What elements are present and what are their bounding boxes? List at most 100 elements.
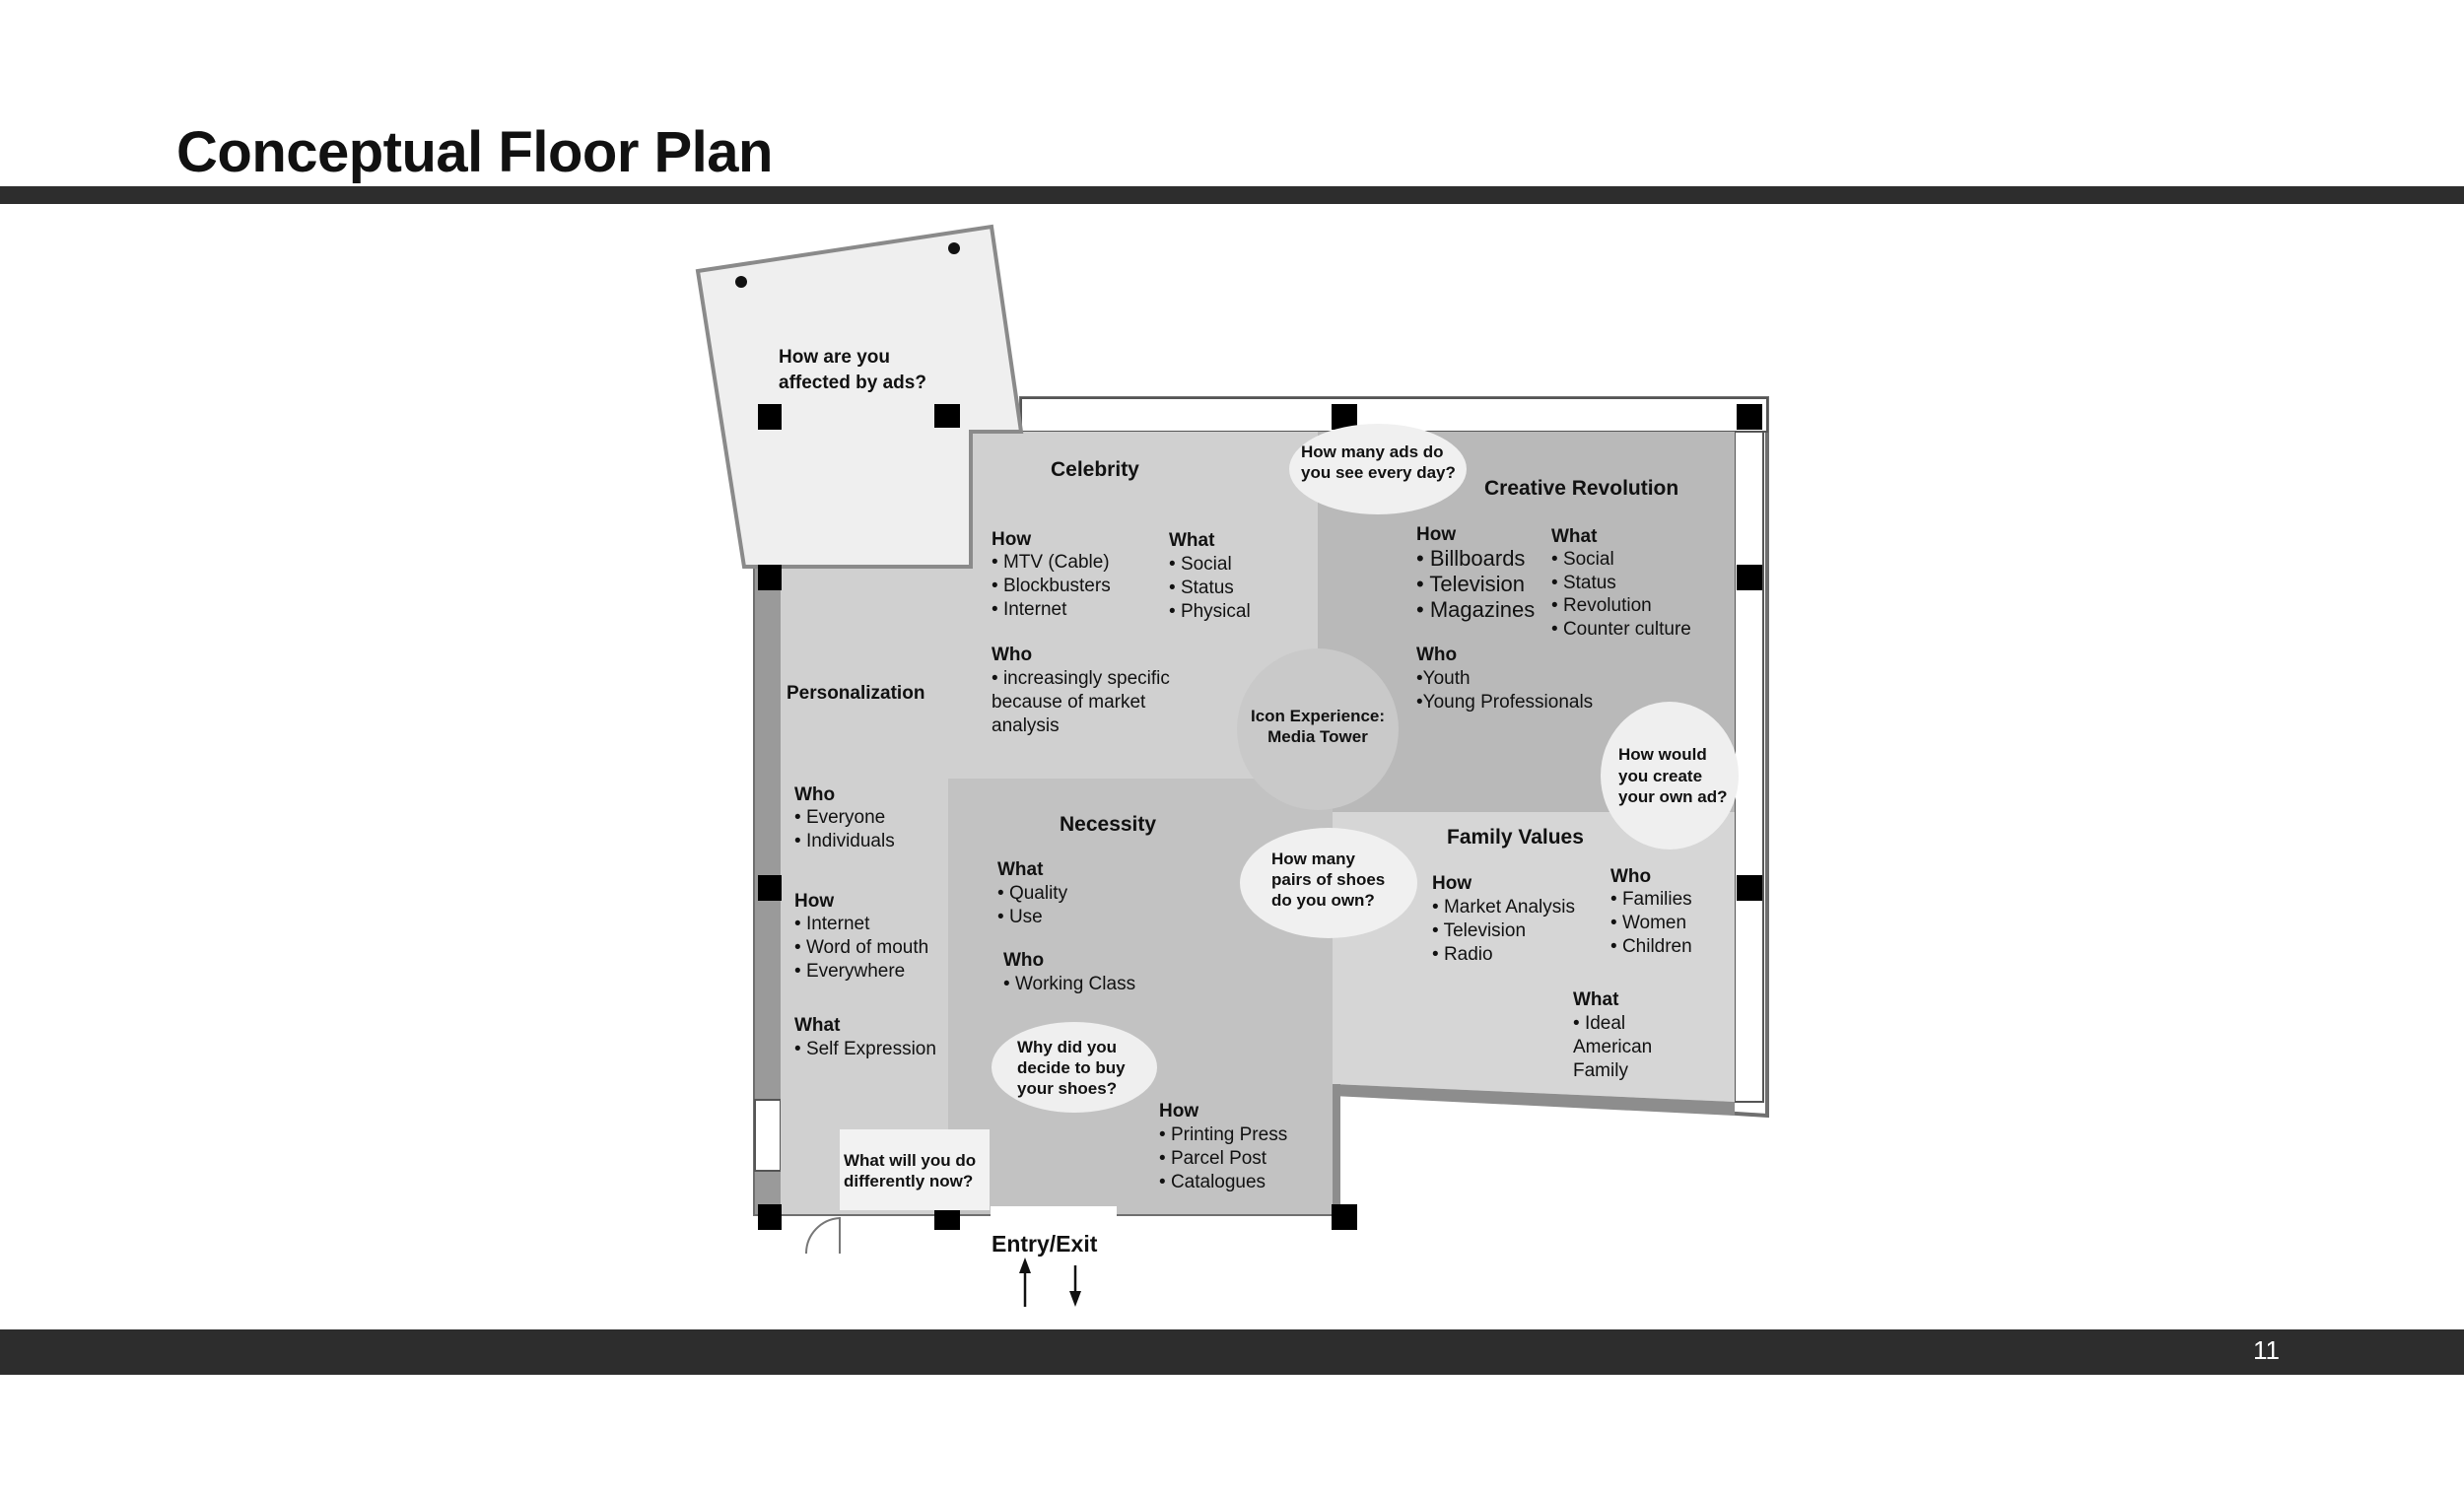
family-how-item: • Radio <box>1432 944 1493 965</box>
creative-what-item: • Social <box>1551 549 1614 570</box>
zone-personalization <box>781 567 971 1214</box>
necessity-who-heading: Who <box>1003 950 1044 971</box>
family-who-item: • Families <box>1610 889 1692 910</box>
creative-how-heading: How <box>1416 524 1456 545</box>
page-number: 11 <box>2253 1335 2280 1365</box>
door-swing <box>804 1216 841 1255</box>
question-ads-per-day-line1: How many ads do <box>1301 442 1444 461</box>
annex-room <box>695 224 1024 569</box>
creative-how-item: • Television <box>1416 572 1525 596</box>
family-how-heading: How <box>1432 873 1472 894</box>
question-affected-line2: affected by ads? <box>779 373 926 393</box>
creative-who-item: •Youth <box>1416 668 1471 689</box>
column <box>1332 1204 1357 1230</box>
personalization-how-item: • Word of mouth <box>794 937 928 958</box>
family-how-item: • Market Analysis <box>1432 897 1575 918</box>
personalization-how-item: • Internet <box>794 914 870 934</box>
question-differently-line2: differently now? <box>844 1172 973 1190</box>
exit-arrow-down-head <box>1069 1291 1081 1307</box>
question-differently-line1: What will you do <box>844 1151 976 1170</box>
question-affected-line1: How are you <box>779 347 890 368</box>
celebrity-who-item: • increasingly specific <box>992 668 1170 689</box>
entry-arrow-up-head <box>1019 1258 1031 1273</box>
entry-exit-label: Entry/Exit <box>992 1231 1098 1257</box>
floor-plan: How are you affected by ads? Celebrity H… <box>695 224 1769 1307</box>
family-who-item: • Women <box>1610 913 1686 933</box>
family-what-item: Family <box>1573 1060 1628 1081</box>
column <box>934 404 960 428</box>
creative-what-item: • Revolution <box>1551 595 1652 616</box>
family-how-item: • Television <box>1432 920 1526 941</box>
celebrity-who-item: analysis <box>992 715 1060 736</box>
question-create-own-line2: you create <box>1618 767 1702 785</box>
question-bubble-why-shoes <box>992 1022 1157 1113</box>
creative-what-item: • Counter culture <box>1551 619 1691 640</box>
annex-light-fixture <box>735 276 747 288</box>
column <box>1332 404 1357 430</box>
left-wall-opening <box>754 1099 782 1172</box>
question-shoes-owned-line2: pairs of shoes <box>1271 870 1385 889</box>
column <box>758 404 782 430</box>
family-who-heading: Who <box>1610 866 1651 887</box>
zone-family-values <box>1333 812 1735 1102</box>
necessity-how-item: • Catalogues <box>1159 1172 1266 1192</box>
entry-opening <box>991 1206 1117 1220</box>
necessity-what-item: • Quality <box>997 883 1068 904</box>
family-what-item: American <box>1573 1037 1652 1057</box>
family-what-item: • Ideal <box>1573 1013 1625 1034</box>
icon-experience-line2: Media Tower <box>1267 727 1368 746</box>
necessity-how-item: • Parcel Post <box>1159 1148 1267 1169</box>
necessity-what-heading: What <box>997 859 1044 880</box>
question-bubble-ads-per-day <box>1289 424 1467 514</box>
celebrity-what-item: • Status <box>1169 578 1234 598</box>
column <box>1737 565 1762 590</box>
question-why-shoes-line1: Why did you <box>1017 1038 1117 1056</box>
celebrity-what-heading: What <box>1169 530 1215 551</box>
celebrity-who-heading: Who <box>992 645 1032 665</box>
zone-title-personalization: Personalization <box>787 683 924 704</box>
question-create-own-line3: your own ad? <box>1618 787 1728 806</box>
page-title: Conceptual Floor Plan <box>176 120 774 184</box>
column <box>758 565 782 590</box>
icon-experience-line1: Icon Experience: <box>1251 707 1385 725</box>
icon-experience-circle <box>1237 648 1399 810</box>
inner-wall-band <box>1333 1084 1340 1214</box>
personalization-what-heading: What <box>794 1015 841 1036</box>
column <box>758 1204 782 1230</box>
family-what-heading: What <box>1573 989 1619 1010</box>
footer-bar <box>0 1329 2464 1375</box>
creative-who-item: •Young Professionals <box>1416 692 1593 713</box>
necessity-how-heading: How <box>1159 1101 1198 1122</box>
necessity-what-item: • Use <box>997 907 1043 927</box>
personalization-who-item: • Individuals <box>794 831 895 851</box>
column <box>758 875 782 901</box>
family-who-item: • Children <box>1610 936 1692 957</box>
celebrity-how-item: • MTV (Cable) <box>992 552 1110 573</box>
personalization-who-item: • Everyone <box>794 807 885 828</box>
question-box-differently <box>840 1129 990 1210</box>
question-shoes-owned-line1: How many <box>1271 850 1356 868</box>
celebrity-what-item: • Physical <box>1169 601 1251 622</box>
celebrity-how-heading: How <box>992 529 1031 550</box>
creative-how-item: • Billboards <box>1416 546 1525 571</box>
column <box>1737 875 1762 901</box>
question-bubble-create-own <box>1601 702 1739 850</box>
celebrity-how-item: • Internet <box>992 599 1067 620</box>
right-wall-band <box>1734 431 1764 1103</box>
question-why-shoes-line3: your shoes? <box>1017 1079 1117 1098</box>
question-shoes-owned-line3: do you own? <box>1271 891 1375 910</box>
column <box>1737 404 1762 430</box>
zone-title-necessity: Necessity <box>1060 813 1156 836</box>
question-ads-per-day-line2: you see every day? <box>1301 463 1456 482</box>
zone-title-celebrity: Celebrity <box>1051 458 1139 481</box>
personalization-how-item: • Everywhere <box>794 961 905 982</box>
celebrity-how-item: • Blockbusters <box>992 576 1111 596</box>
question-why-shoes-line2: decide to buy <box>1017 1058 1126 1077</box>
question-bubble-shoes-owned <box>1240 828 1417 938</box>
zone-title-creative-revolution: Creative Revolution <box>1484 477 1678 500</box>
creative-how-item: • Magazines <box>1416 597 1535 622</box>
celebrity-who-item: because of market <box>992 692 1146 713</box>
necessity-who-item: • Working Class <box>1003 974 1135 994</box>
creative-what-item: • Status <box>1551 573 1616 593</box>
creative-what-heading: What <box>1551 526 1598 547</box>
